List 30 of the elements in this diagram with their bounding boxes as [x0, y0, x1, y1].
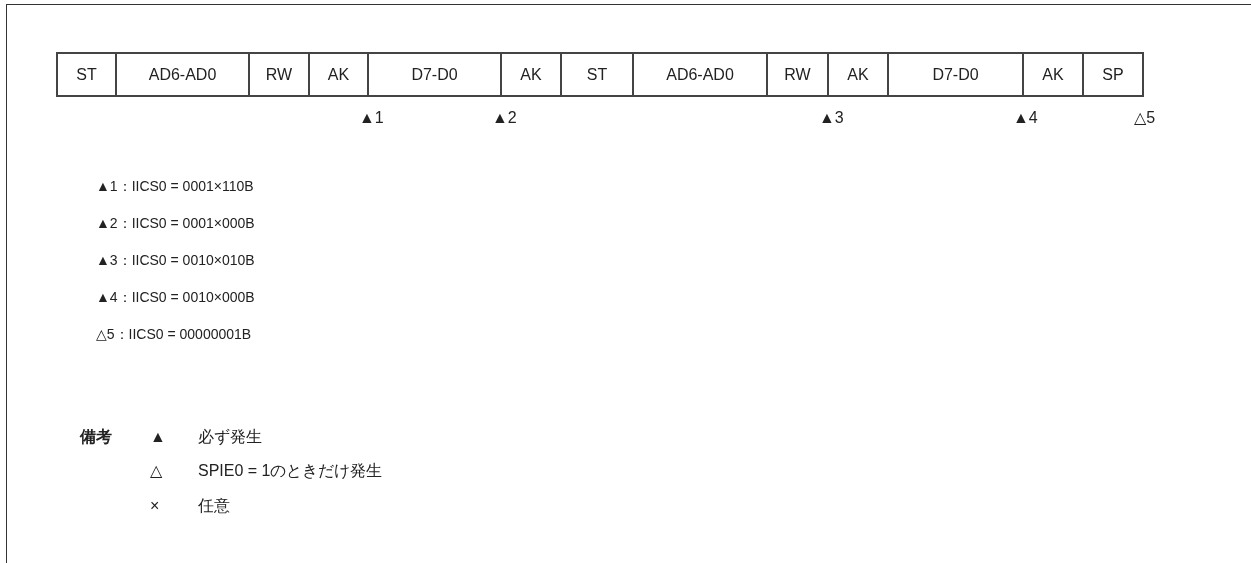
legend-symbol: × — [150, 496, 160, 516]
remark-heading: 備考 — [80, 427, 112, 447]
field-cell: RW — [767, 52, 828, 97]
field-cell: AK — [501, 52, 561, 97]
note-text: ▲2：IICS0 = 0001×000B — [96, 214, 255, 233]
field-cell: D7-D0 — [888, 52, 1023, 97]
legend-text: 必ず発生 — [198, 427, 262, 447]
note-text: △5：IICS0 = 00000001B — [96, 325, 252, 344]
legend-text: 任意 — [198, 496, 230, 516]
field-cell: ST — [56, 52, 116, 97]
field-cell: ST — [561, 52, 633, 97]
field-cell: SP — [1083, 52, 1144, 97]
field-cell: AK — [1023, 52, 1083, 97]
field-cell: RW — [249, 52, 309, 97]
note-text: ▲4：IICS0 = 0010×000B — [96, 288, 255, 307]
field-cell: AD6-AD0 — [633, 52, 767, 97]
field-cell: AK — [309, 52, 368, 97]
event-marker: ▲4 — [1013, 108, 1038, 128]
field-cell: AK — [828, 52, 888, 97]
event-marker: △5 — [1134, 108, 1156, 128]
legend-symbol: △ — [150, 461, 163, 481]
field-cell: D7-D0 — [368, 52, 501, 97]
event-marker: ▲1 — [359, 108, 384, 128]
legend-symbol: ▲ — [150, 427, 166, 447]
field-cell: AD6-AD0 — [116, 52, 249, 97]
event-marker: ▲3 — [819, 108, 844, 128]
note-text: ▲3：IICS0 = 0010×010B — [96, 251, 255, 270]
event-marker: ▲2 — [492, 108, 517, 128]
note-text: ▲1：IICS0 = 0001×110B — [96, 177, 254, 196]
legend-text: SPIE0 = 1のときだけ発生 — [198, 461, 383, 481]
